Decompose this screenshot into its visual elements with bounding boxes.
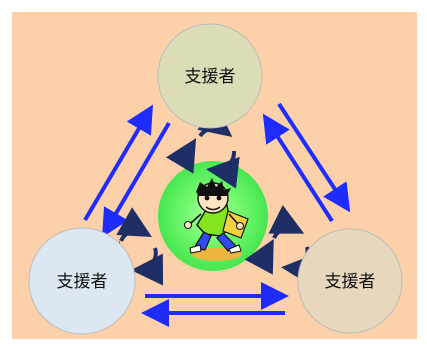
shoe-left — [189, 244, 202, 254]
left-node-circle — [28, 227, 136, 335]
top-node-label: 支援者 — [185, 67, 236, 87]
right-node-circle — [297, 228, 403, 334]
hand-right — [236, 222, 244, 230]
arm-left — [190, 213, 202, 224]
arrow-left-to-top — [83, 104, 154, 222]
child-character-icon — [184, 178, 249, 261]
bottom-arrow-pair — [141, 282, 289, 327]
left-node: 支援者 — [28, 227, 136, 335]
right-node-label: 支援者 — [325, 272, 376, 292]
top-left-arrow-pair — [83, 104, 171, 238]
mouth — [205, 206, 221, 211]
eye-right — [216, 195, 222, 201]
backpack — [222, 210, 249, 239]
shoe-right — [228, 244, 242, 254]
arrow-top-to-right — [277, 102, 351, 213]
top-node: 支援者 — [157, 23, 263, 129]
top-right-arrow-pair — [262, 102, 351, 223]
top-node-circle — [157, 23, 263, 129]
arm-right — [228, 213, 239, 225]
eye-left — [204, 195, 210, 201]
arrow-top-to-left — [101, 121, 171, 238]
arrow-right-to-top — [262, 113, 334, 223]
left-node-label: 支援者 — [57, 272, 108, 292]
right-node: 支援者 — [297, 228, 403, 334]
hand-left — [184, 221, 192, 229]
leg-right — [216, 232, 237, 252]
